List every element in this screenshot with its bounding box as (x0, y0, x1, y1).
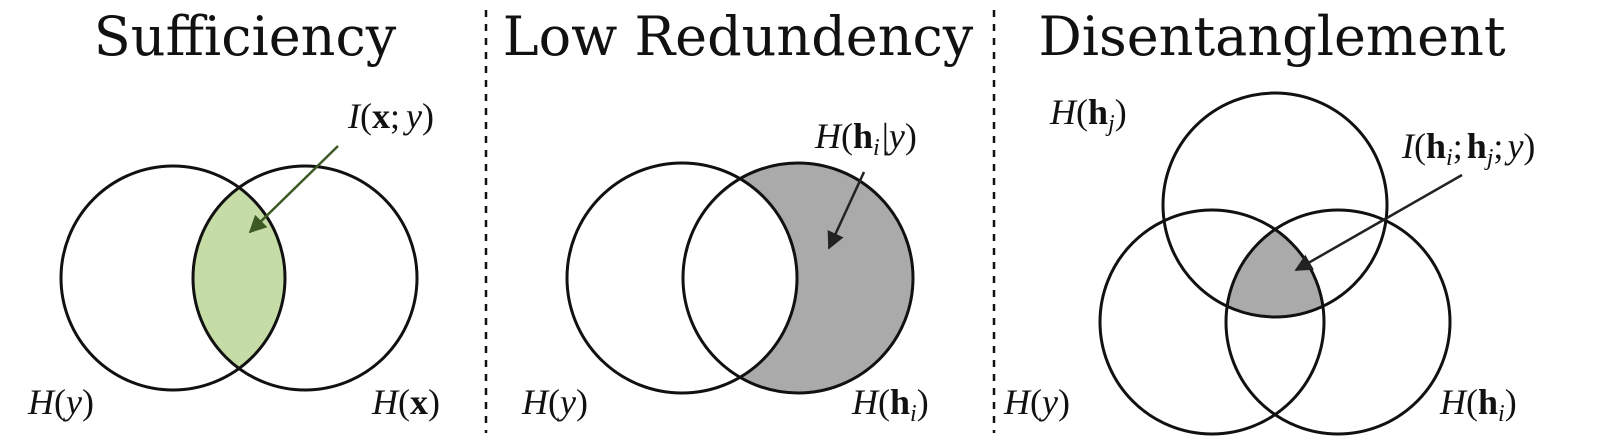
circle-left (565, 161, 799, 395)
left-circle-label: H(y) (1003, 382, 1070, 422)
top-circle-label: H(hj) (1049, 92, 1127, 137)
circle-right (191, 164, 419, 392)
left-circle-label: H(y) (27, 382, 94, 422)
region-clip-group-inner (1226, 210, 1324, 317)
left-circle-label: H(y) (521, 382, 588, 422)
pointer-arrow (1294, 173, 1463, 272)
panel-disentanglement: Disentanglement I(hi;hj;y) H(hj) H(y) H(… (1003, 5, 1535, 436)
panel-sufficiency: Sufficiency I(x;y) H(y) H(x) (27, 5, 440, 422)
circle-left (1098, 208, 1326, 436)
panel-low-redundency: Low Redundency H(hi|y) H(y) H(hi) (503, 5, 974, 427)
panel-title: Sufficiency (94, 5, 397, 68)
circle-right (681, 161, 915, 395)
right-circle-label: H(x) (371, 382, 440, 422)
region-clip-group (1226, 210, 1324, 317)
region-highlight (1226, 210, 1324, 317)
circle-top (1161, 91, 1389, 319)
region-label: I(hi;hj;y) (1401, 126, 1535, 171)
panel-title: Low Redundency (503, 5, 974, 68)
right-circle-label: H(hi) (1439, 382, 1517, 427)
region-label: H(hi|y) (814, 116, 917, 161)
circle-left (59, 164, 287, 392)
pointer-arrow (248, 145, 339, 234)
circle-right (1224, 208, 1452, 436)
right-circle-label: H(hi) (851, 382, 929, 427)
panel-title: Disentanglement (1038, 5, 1505, 68)
pointer-arrow (827, 171, 866, 250)
region-label: I(x;y) (347, 96, 434, 136)
